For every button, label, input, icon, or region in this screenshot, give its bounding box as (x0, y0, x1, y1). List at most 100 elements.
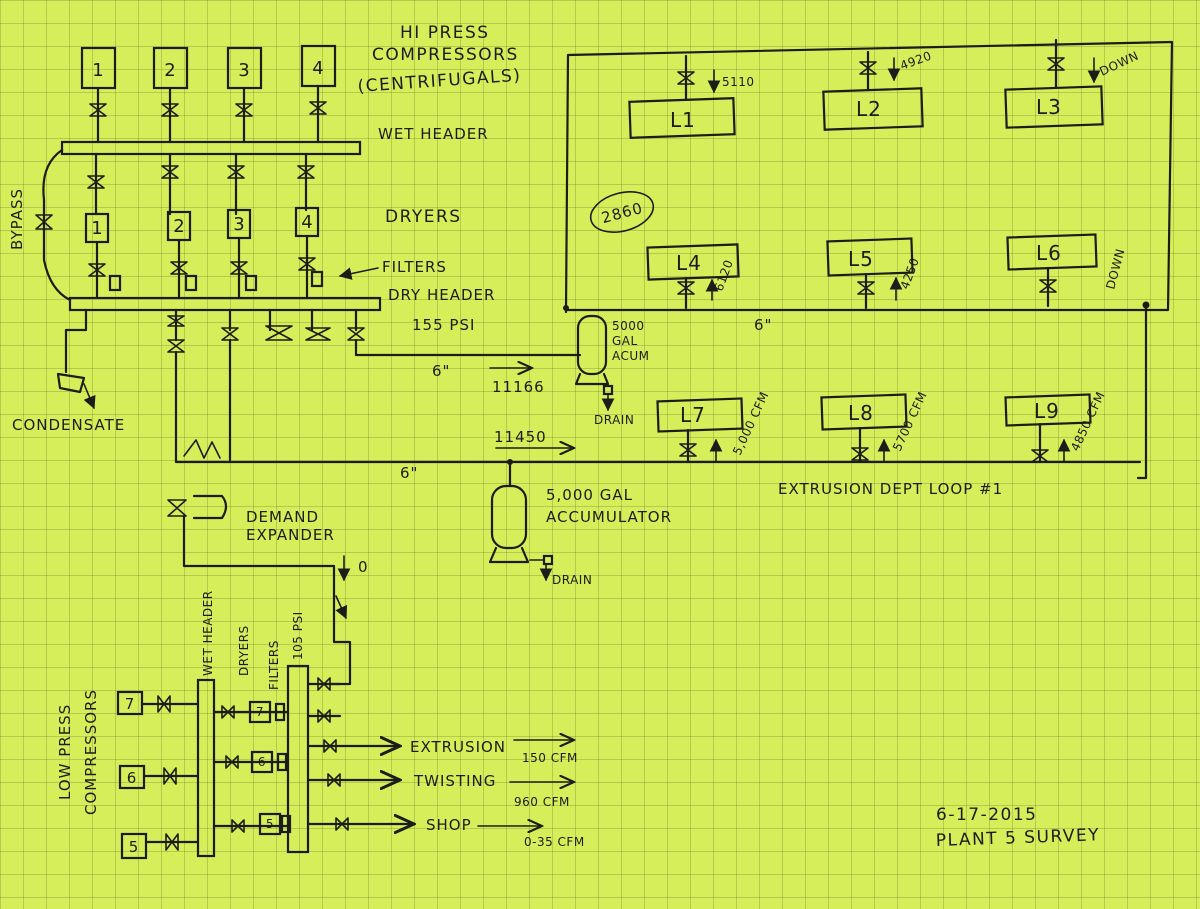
line-L2: 4920 L2 (822, 49, 934, 131)
wet-header: WET HEADER (60, 125, 489, 156)
lp-compressor-6: 6 (118, 764, 200, 790)
line-L1-label: L1 (670, 108, 696, 132)
loop-label: EXTRUSION DEPT LOOP #1 (778, 480, 1003, 498)
hp-dryer-3-label: 3 (233, 214, 244, 235)
hp-compressor-2-label: 2 (164, 60, 175, 81)
lp-label-wet-header: WET HEADER (201, 590, 215, 676)
wet-header-label: WET HEADER (378, 125, 489, 143)
demand-expander-line1: DEMAND (246, 508, 319, 526)
lp-label-dryers: DRYERS (237, 625, 251, 676)
line-L9-flow: 4850 CFM (1068, 389, 1108, 453)
hp-dryer-2: 2 (166, 210, 192, 242)
hp-dryer-lines (87, 152, 315, 216)
hp-compressor-1-label: 1 (92, 60, 103, 81)
dry-header-branch-valves (167, 308, 365, 353)
condensate-drain: CONDENSATE (12, 308, 124, 434)
line-L6-flow: DOWN (1103, 247, 1127, 291)
line-L3-label: L3 (1036, 95, 1062, 119)
lp-title: LOW PRESS COMPRESSORS (56, 689, 100, 815)
lp-label-psi: 105 PSI (291, 611, 305, 660)
lower-accumulator-drain: DRAIN (552, 573, 592, 587)
expander-flow-value: 0 (358, 558, 369, 576)
line-L9: L9 4850 CFM (1004, 389, 1108, 464)
lower-loop-pipe (174, 350, 1142, 464)
line-L5-label: L5 (848, 247, 874, 271)
hp-compressor-3: 3 (226, 46, 263, 90)
line-L3-flow: DOWN (1097, 48, 1141, 78)
line-L2-label: L2 (856, 97, 882, 121)
hp-dryer-4: 4 (294, 206, 320, 238)
lp-compressor-6-label: 6 (127, 769, 138, 787)
expander-down-arrow (335, 595, 348, 620)
hp-title-line3: (CENTRIFUGALS) (357, 66, 522, 97)
survey-title: PLANT 5 SURVEY (935, 825, 1100, 851)
line-L4-flow: 6120 (712, 258, 736, 293)
upper-loop-pipe (564, 40, 1174, 312)
upper-feed-pipe (354, 338, 582, 357)
upper-flow-value: 11166 (492, 378, 545, 396)
loop-right-side (564, 303, 1148, 480)
dry-header: DRY HEADER 155 PSI (68, 286, 495, 334)
lp-dryer-5: 5 (212, 812, 292, 836)
upper-loop-junction-left (563, 305, 569, 311)
hp-title-line1: HI PRESS (400, 23, 490, 43)
hp-filter-lines (88, 234, 324, 300)
lp-wet-header (196, 678, 216, 858)
lp-title-line2: COMPRESSORS (82, 689, 100, 815)
circled-value: 2860 (589, 191, 655, 233)
upper-accumulator-line3: ACUM (612, 349, 650, 363)
lp-output-extrusion: EXTRUSION 150 CFM (306, 738, 578, 765)
line-L1-flow: 5110 (722, 75, 755, 89)
line-L4-label: L4 (676, 251, 702, 275)
lp-compressor-5: 5 (120, 832, 200, 860)
lp-dryer-7-label: 7 (256, 705, 264, 719)
lp-output-shop: SHOP 0-35 CFM (306, 816, 584, 849)
hp-dryer-4-label: 4 (301, 212, 312, 233)
upper-accumulator: 5000 GAL ACUM DRAIN (574, 314, 650, 427)
scribble-mark (183, 439, 221, 459)
lp-label-filters: FILTERS (267, 640, 281, 690)
upper-accumulator-line2: GAL (612, 334, 638, 348)
lp-output-extrusion-name: EXTRUSION (410, 738, 506, 756)
lp-compressor-7-label: 7 (125, 695, 136, 713)
lp-dry-header (286, 664, 310, 854)
line-L8: L8 5700 CFM (820, 389, 930, 464)
line-L5: L5 4250 (826, 237, 922, 310)
lp-compressor-5-label: 5 (129, 838, 140, 856)
hp-title-line2: COMPRESSORS (372, 45, 519, 65)
dryers-label: DRYERS (385, 207, 462, 227)
hp-dryer-3: 3 (226, 208, 252, 240)
filters-callout: FILTERS (338, 258, 447, 280)
hp-compressor-outlets (89, 84, 327, 144)
lp-header-valves (306, 677, 342, 723)
lp-dryer-6: 6 (212, 750, 290, 774)
lp-dryer-7: 7 (212, 700, 290, 724)
lower-accumulator-line2: ACCUMULATOR (546, 508, 672, 526)
lower-accumulator-line1: 5,000 GAL (546, 486, 633, 504)
lp-output-shop-name: SHOP (426, 816, 472, 834)
demand-expander-line2: EXPANDER (246, 526, 335, 544)
line-L6: L6 DOWN (1006, 233, 1128, 308)
bypass-line: BYPASS (8, 148, 72, 302)
line-L8-label: L8 (848, 401, 874, 425)
hp-compressor-3-label: 3 (238, 60, 249, 81)
survey-date: 6-17-2015 (936, 805, 1037, 825)
line-L8-flow: 5700 CFM (890, 389, 930, 453)
lower-accumulator: 5,000 GAL ACCUMULATOR DRAIN (488, 460, 672, 587)
filters-label: FILTERS (382, 258, 447, 276)
dry-header-psi: 155 PSI (412, 316, 475, 334)
dry-header-label: DRY HEADER (388, 286, 495, 304)
lp-dryer-5-label: 5 (266, 817, 274, 831)
lower-pipe-size: 6" (400, 464, 418, 482)
hp-dryer-1: 1 (84, 212, 110, 244)
hp-compressor-4: 4 (300, 44, 337, 88)
lp-output-twisting-name: TWISTING (413, 772, 496, 790)
lp-dryer-6-label: 6 (258, 755, 266, 769)
hp-dryer-2-label: 2 (173, 216, 184, 237)
expander-discharge-pipe (182, 514, 352, 686)
lp-output-twisting-flow: 960 CFM (514, 795, 570, 809)
line-L6-label: L6 (1036, 241, 1062, 265)
lp-output-extrusion-flow: 150 CFM (522, 751, 578, 765)
